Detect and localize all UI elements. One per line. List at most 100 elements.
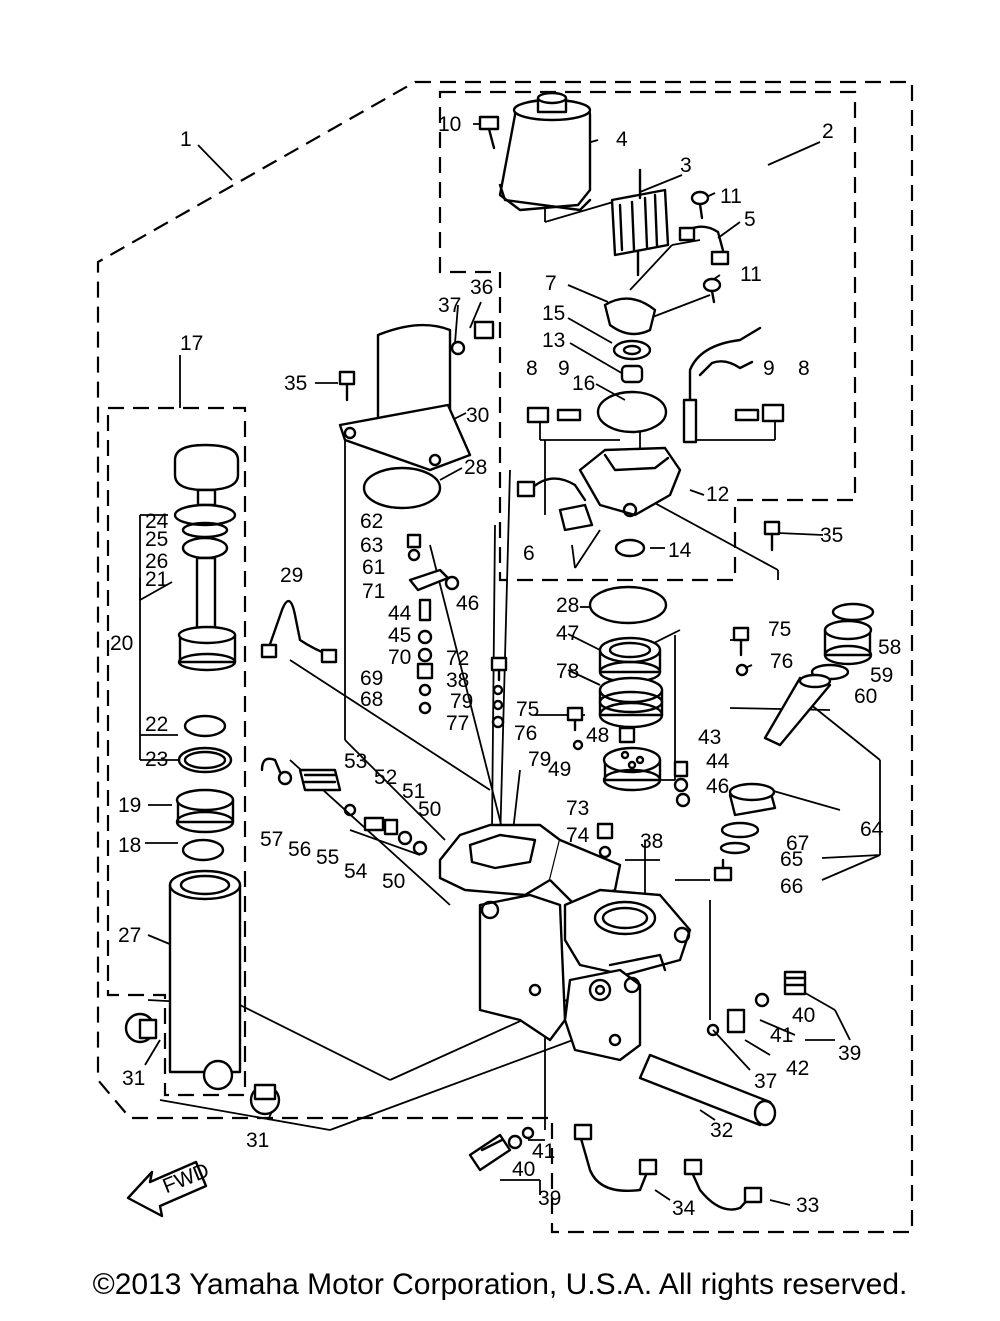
switch-terminal — [516, 480, 536, 498]
callout-65: 65 — [780, 848, 803, 871]
callout-58: 58 — [878, 636, 901, 659]
wire-sleeve — [682, 398, 698, 444]
callout-20: 20 — [110, 632, 133, 655]
callout-75b: 75 — [768, 618, 791, 641]
callout-75a: 75 — [516, 698, 539, 721]
callout-70: 70 — [388, 646, 411, 669]
callout-11b: 11 — [740, 263, 762, 286]
o-ring-41-right — [754, 992, 770, 1008]
callout-39a: 39 — [838, 1042, 861, 1065]
callout-62: 62 — [360, 510, 383, 533]
seal-24 — [173, 503, 237, 527]
leader-lines — [139, 123, 881, 1206]
callout-32: 32 — [710, 1119, 733, 1142]
callout-16: 16 — [572, 372, 595, 395]
pin-48 — [618, 726, 636, 744]
callout-68: 68 — [360, 688, 383, 711]
bushing-31a — [124, 1012, 158, 1044]
callout-64: 64 — [860, 818, 884, 841]
valve-parts-lower-left — [260, 757, 428, 856]
callout-30: 30 — [466, 404, 489, 427]
piston-rod — [195, 556, 217, 635]
spring-43 — [673, 760, 689, 778]
callout-37a: 37 — [438, 294, 461, 317]
pipe-29 — [266, 600, 332, 657]
callout-24: 24 — [145, 510, 169, 533]
callout-14: 14 — [668, 539, 692, 562]
callout-13: 13 — [542, 329, 565, 352]
callout-46b: 46 — [706, 775, 729, 798]
callout-8a: 8 — [526, 357, 538, 380]
backup-ring-23 — [177, 746, 233, 774]
valve-73 — [596, 822, 614, 840]
callout-71: 71 — [362, 580, 385, 603]
callout-59: 59 — [870, 664, 893, 687]
callout-1: 1 — [180, 128, 192, 151]
seal-13 — [620, 364, 644, 384]
callout-60: 60 — [854, 685, 877, 708]
pump-body — [438, 823, 692, 1062]
callout-33: 33 — [796, 1194, 819, 1217]
screw-75a — [566, 706, 584, 732]
valve-42 — [726, 1008, 746, 1034]
callout-10: 10 — [438, 113, 461, 136]
callout-79b: 79 — [528, 748, 551, 771]
reservoir — [338, 323, 472, 472]
callout-78: 78 — [556, 660, 579, 683]
callout-2: 2 — [822, 120, 834, 143]
valve-parts-center — [490, 656, 508, 729]
callout-40b: 40 — [512, 1158, 535, 1181]
callout-41a: 41 — [770, 1024, 793, 1047]
assembly-1-boundary — [96, 80, 914, 1234]
callout-73: 73 — [566, 797, 589, 820]
callout-5: 5 — [744, 208, 756, 231]
callout-38b: 38 — [640, 830, 663, 853]
callout-7: 7 — [545, 272, 557, 295]
callout-47: 47 — [556, 622, 579, 645]
callout-51: 51 — [402, 780, 425, 803]
callout-17: 17 — [180, 332, 203, 355]
seat-46 — [675, 792, 691, 808]
callout-76b: 76 — [770, 650, 793, 673]
callout-25: 25 — [145, 528, 168, 551]
callout-52: 52 — [374, 766, 397, 789]
screw-10 — [478, 115, 500, 150]
callout-61: 61 — [362, 556, 385, 579]
callout-39b: 39 — [538, 1187, 561, 1210]
callout-72: 72 — [446, 647, 469, 670]
callout-26: 26 — [145, 550, 168, 573]
diagram-canvas: FWD 1 2 3 4 5 6 7 8 8 9 9 10 11 11 12 13… — [96, 80, 914, 1234]
callout-40a: 40 — [792, 1004, 815, 1027]
pipe-34 — [578, 1133, 652, 1192]
callout-27: 27 — [118, 924, 141, 947]
callout-35b: 35 — [820, 524, 843, 547]
seal-78 — [598, 676, 664, 729]
o-ring-74 — [598, 845, 612, 859]
free-piston-19 — [175, 788, 235, 834]
callout-79a: 79 — [450, 690, 473, 713]
callout-53: 53 — [344, 750, 367, 773]
washer-76b — [735, 663, 749, 677]
callout-3: 3 — [680, 154, 692, 177]
callout-12: 12 — [706, 483, 729, 506]
seal-67 — [720, 821, 760, 839]
callout-43: 43 — [698, 726, 721, 749]
o-ring-28b — [588, 585, 668, 625]
manual-valve-rod — [763, 673, 832, 747]
callout-37b: 37 — [754, 1070, 777, 1093]
callout-19: 19 — [118, 794, 141, 817]
callout-41b: 41 — [532, 1140, 555, 1163]
screw-35a — [338, 370, 356, 402]
callout-45: 45 — [388, 624, 411, 647]
callout-22: 22 — [145, 713, 168, 736]
pipe-33 — [688, 1166, 754, 1211]
callout-9b: 9 — [763, 357, 775, 380]
callout-34: 34 — [672, 1197, 696, 1220]
callout-44a: 44 — [388, 602, 412, 625]
switch-wire — [528, 477, 587, 502]
callout-23: 23 — [145, 748, 168, 771]
callout-11a: 11 — [720, 185, 742, 208]
brush-terminal — [710, 250, 730, 266]
screw-66 — [713, 858, 733, 882]
